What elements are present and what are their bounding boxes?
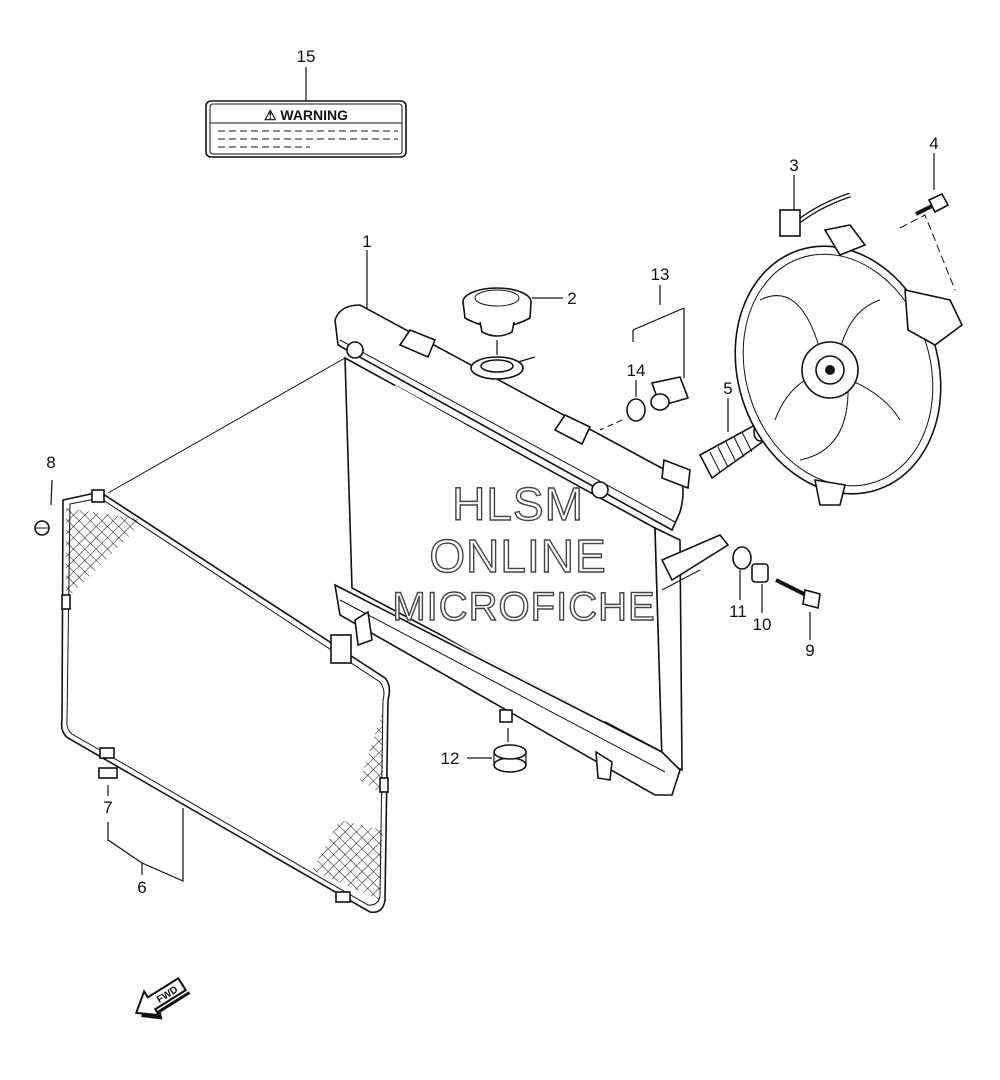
warning-label: ⚠ WARNING	[205, 100, 407, 158]
cushion-12	[493, 744, 527, 773]
screw-8	[34, 520, 50, 536]
o-ring-14	[626, 398, 646, 422]
watermark-line-1: HLSM	[452, 478, 584, 530]
watermark: HLSM ONLINE MICROFICHE	[392, 477, 656, 629]
callout-8: 8	[46, 453, 55, 472]
radiator-cap	[462, 287, 532, 337]
callout-1: 1	[362, 232, 371, 251]
bolt-9	[775, 578, 821, 610]
callout-6: 6	[137, 878, 146, 897]
collar-10	[751, 563, 769, 583]
callout-5: 5	[723, 379, 732, 398]
watermark-line-3: MICROFICHE	[392, 585, 655, 629]
watermark-line-2: ONLINE	[429, 530, 606, 582]
callout-3: 3	[789, 156, 798, 175]
callout-14: 14	[627, 361, 646, 380]
clip-7	[98, 767, 118, 779]
thermo-switch	[650, 376, 690, 411]
callout-7: 7	[103, 798, 112, 817]
radiator	[333, 304, 730, 796]
callout-2: 2	[567, 289, 576, 308]
callout-10: 10	[753, 615, 772, 634]
fwd-arrow-icon: FWD	[134, 976, 191, 1020]
callout-11: 11	[729, 602, 747, 621]
radiator-screen	[60, 489, 391, 914]
callout-4: 4	[929, 134, 938, 153]
warning-label-title: ⚠ WARNING	[264, 107, 348, 123]
cooling-fan	[734, 192, 964, 506]
grommet-11	[732, 546, 752, 570]
callout-15: 15	[297, 47, 316, 66]
callout-12: 12	[441, 749, 460, 768]
leader-6	[107, 808, 184, 882]
bolt-4	[915, 192, 950, 216]
alignment-line-8	[107, 357, 346, 494]
callout-13: 13	[651, 265, 670, 284]
leader-8	[50, 479, 53, 506]
callout-9: 9	[805, 641, 814, 660]
